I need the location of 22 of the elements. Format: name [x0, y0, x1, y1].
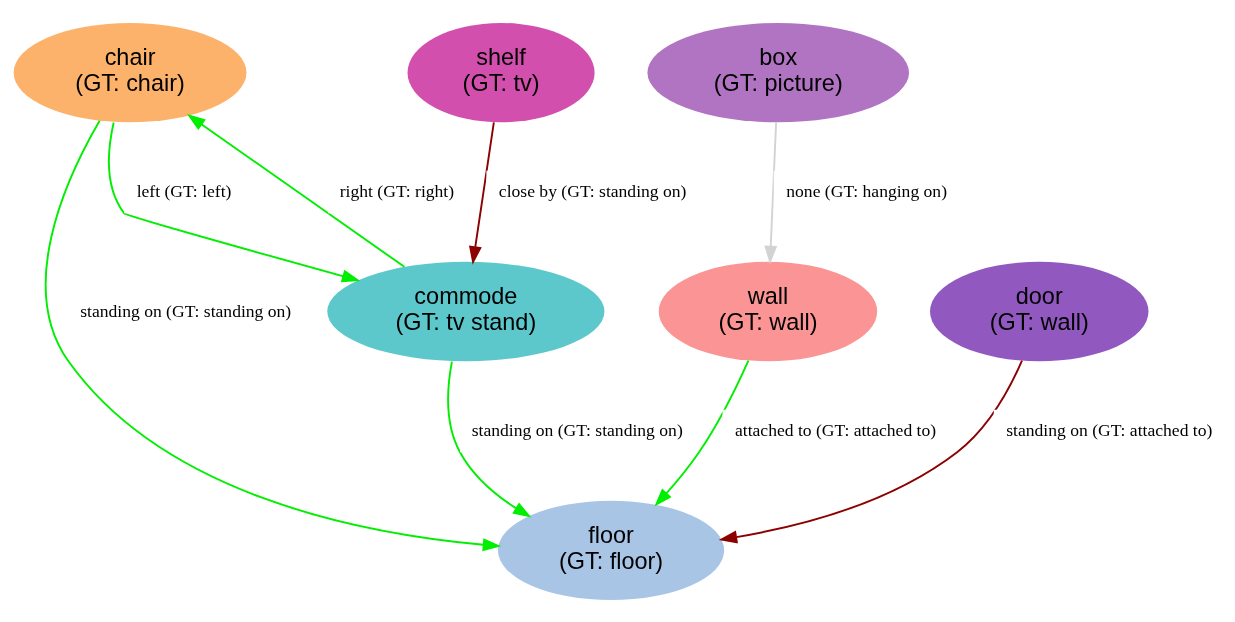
node-ellipse: commode (GT: tv stand) — [327, 261, 605, 361]
edge-label: standing on (GT: standing on) — [471, 419, 683, 440]
edge-label: standing on (GT: standing on) — [80, 300, 292, 321]
arrow — [654, 359, 750, 506]
edge-label: right (GT: right) — [339, 180, 455, 201]
arrow — [468, 120, 495, 265]
node-ellipse: chair (GT: chair) — [13, 22, 247, 122]
arrow — [186, 113, 406, 268]
edge-label: attached to (GT: attached to) — [734, 419, 937, 440]
edge-label: standing on (GT: attached to) — [1006, 419, 1213, 440]
arrow — [44, 119, 502, 551]
node-ellipse: wall (GT: wall) — [658, 261, 878, 361]
edge-label: none (GT: hanging on) — [786, 180, 948, 201]
arrow — [764, 120, 778, 264]
node-ellipse: shelf (GT: tv) — [407, 22, 595, 122]
arrow — [108, 121, 361, 282]
node-ellipse: box (GT: picture) — [647, 22, 909, 122]
arrow — [718, 359, 1023, 543]
node-ellipse: door (GT: wall) — [930, 261, 1149, 361]
edge-label: left (GT: left) — [136, 180, 232, 201]
arrow — [447, 360, 532, 517]
edge-label: close by (GT: standing on) — [498, 180, 687, 201]
